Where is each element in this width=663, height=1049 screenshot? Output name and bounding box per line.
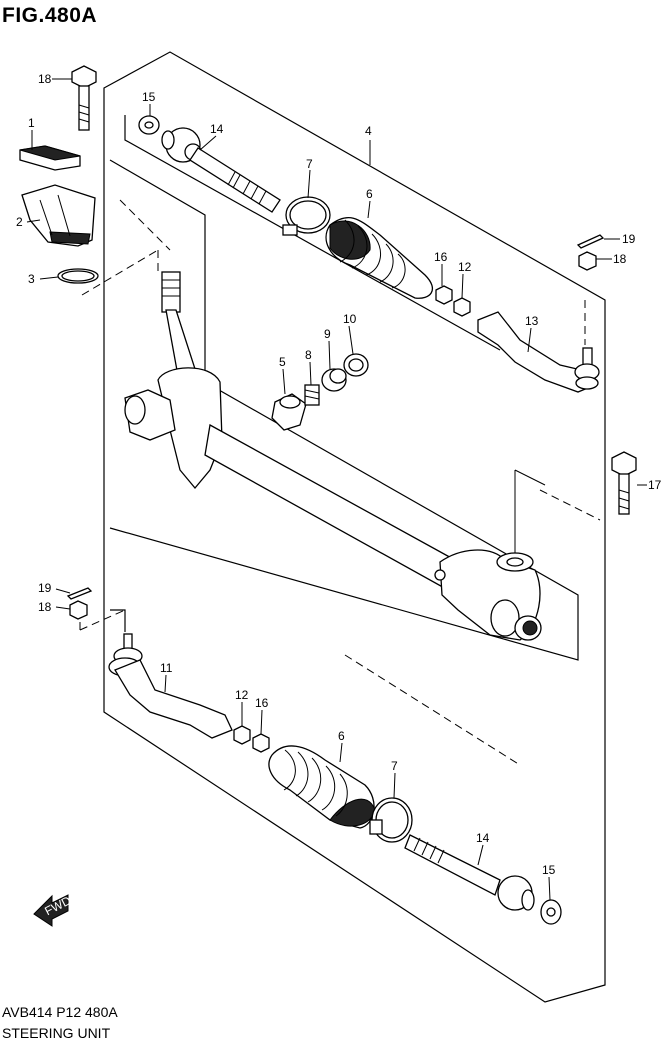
callout-4: 4 xyxy=(365,124,372,138)
callout-18: 18 xyxy=(38,600,52,614)
rack-guide-5 xyxy=(271,393,307,431)
washer-15-top xyxy=(138,115,160,135)
nut-18-bottom xyxy=(69,600,88,620)
callout-18: 18 xyxy=(38,72,52,86)
callout-12: 12 xyxy=(235,688,249,702)
steering-gear-housing xyxy=(124,271,542,641)
callout-8: 8 xyxy=(305,348,312,362)
plug-9 xyxy=(321,368,347,392)
fwd-arrow-icon: FWD xyxy=(33,893,73,927)
callout-1: 1 xyxy=(28,116,35,130)
clamp-7-top xyxy=(282,196,331,236)
callout-19: 19 xyxy=(622,232,636,246)
boot-6-top xyxy=(325,216,434,299)
washer-15-bottom xyxy=(540,899,562,925)
callout-16: 16 xyxy=(434,250,448,264)
tie-rod-end-11 xyxy=(108,633,233,739)
callout-3: 3 xyxy=(28,272,35,286)
model-code: AVB414 P12 480A xyxy=(2,1004,118,1020)
boot-6-bottom xyxy=(268,745,376,829)
tie-rod-end-13 xyxy=(477,311,600,393)
nut-12-top xyxy=(453,297,471,317)
callout-6: 6 xyxy=(366,187,373,201)
callout-12: 12 xyxy=(458,260,472,274)
callout-16: 16 xyxy=(255,696,269,710)
nut-12-bottom xyxy=(233,725,251,745)
housing-frame xyxy=(109,159,579,661)
lock-nut-16-bottom xyxy=(252,733,270,753)
tie-rod-14-bottom xyxy=(404,834,535,911)
tie-rod-14-top xyxy=(161,127,281,213)
callout-2: 2 xyxy=(16,215,23,229)
callout-14: 14 xyxy=(210,122,224,136)
cotter-pin-19-bottom xyxy=(66,587,93,600)
callout-7: 7 xyxy=(391,759,398,773)
seal-1 xyxy=(19,145,81,171)
lock-nut-10 xyxy=(343,353,369,377)
callout-10: 10 xyxy=(343,312,357,326)
clamp-7-bottom xyxy=(369,797,413,843)
callout-14: 14 xyxy=(476,831,490,845)
nut-18-right xyxy=(578,251,597,271)
callout-6: 6 xyxy=(338,729,345,743)
callout-13: 13 xyxy=(525,314,539,328)
callout-9: 9 xyxy=(324,327,331,341)
lock-nut-16-top xyxy=(435,285,453,305)
bolt-18-top xyxy=(71,65,97,131)
callout-19: 19 xyxy=(38,581,52,595)
figure-title: FIG.480A xyxy=(2,4,98,27)
cotter-pin-19-top xyxy=(576,234,605,249)
callout-18: 18 xyxy=(613,252,627,266)
figure-description: STEERING UNIT xyxy=(2,1025,111,1041)
bolt-17 xyxy=(611,451,637,515)
callout-5: 5 xyxy=(279,355,286,369)
boot-2 xyxy=(21,184,96,247)
spring-8 xyxy=(304,384,320,406)
callout-15: 15 xyxy=(142,90,156,104)
callout-11: 11 xyxy=(160,661,173,675)
assembly-frame xyxy=(103,51,606,1003)
callout-15: 15 xyxy=(542,863,556,877)
callout-7: 7 xyxy=(306,157,313,171)
callout-17: 17 xyxy=(648,478,662,492)
